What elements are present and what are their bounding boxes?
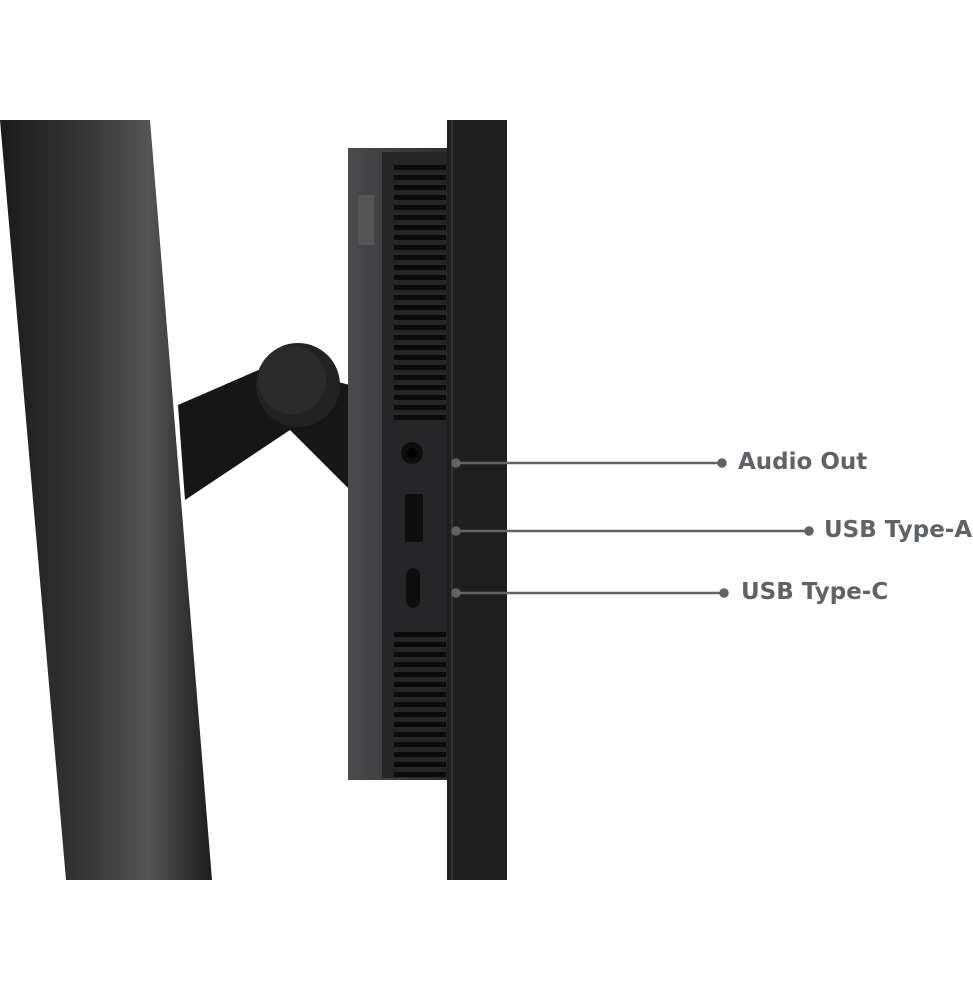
stand-pole — [0, 120, 212, 880]
vent-slot — [394, 165, 446, 170]
vent-slot — [394, 195, 446, 200]
callout-audio-out: Audio Out — [738, 449, 868, 475]
vent-top — [394, 165, 446, 420]
vent-slot — [394, 185, 446, 190]
vent-slot — [394, 415, 446, 420]
vent-slot — [394, 215, 446, 220]
vent-slot — [394, 235, 446, 240]
vent-slot — [394, 295, 446, 300]
vent-slot — [394, 245, 446, 250]
vent-slot — [394, 285, 446, 290]
callout-lines — [451, 458, 814, 598]
vent-slot — [394, 225, 446, 230]
rear-module — [348, 148, 448, 780]
vent-slot — [394, 315, 446, 320]
vent-slot — [394, 395, 446, 400]
callout-usb-type-c: USB Type-C — [741, 579, 889, 605]
vent-slot — [394, 365, 446, 370]
vent-slot — [394, 275, 446, 280]
vent-slot — [394, 385, 446, 390]
vent-slot — [394, 325, 446, 330]
vent-slot — [394, 642, 446, 647]
vent-slot — [394, 405, 446, 410]
vent-slot — [394, 752, 446, 757]
vent-slot — [394, 762, 446, 767]
vent-slot — [394, 345, 446, 350]
vent-slot — [394, 355, 446, 360]
vent-slot — [394, 335, 446, 340]
vent-slot — [394, 305, 446, 310]
regulatory-label — [358, 195, 374, 245]
vent-slot — [394, 662, 446, 667]
vent-slot — [394, 712, 446, 717]
vent-slot — [394, 205, 446, 210]
vent-slot — [394, 265, 446, 270]
display-panel — [447, 120, 507, 880]
vent-slot — [394, 652, 446, 657]
vent-slot — [394, 772, 446, 777]
vent-slot — [394, 732, 446, 737]
vent-slot — [394, 672, 446, 677]
hinge-arm — [178, 343, 350, 500]
callout-usb-type-a: USB Type-A — [824, 517, 973, 543]
vent-slot — [394, 175, 446, 180]
vent-slot — [394, 722, 446, 727]
vent-slot — [394, 702, 446, 707]
vent-slot — [394, 692, 446, 697]
usb-c-port — [406, 568, 420, 608]
vent-slot — [394, 682, 446, 687]
vent-slot — [394, 742, 446, 747]
vent-slot — [394, 255, 446, 260]
vent-slot — [394, 375, 446, 380]
usb-a-port — [405, 494, 423, 542]
vent-bottom — [394, 632, 446, 777]
vent-slot — [394, 632, 446, 637]
